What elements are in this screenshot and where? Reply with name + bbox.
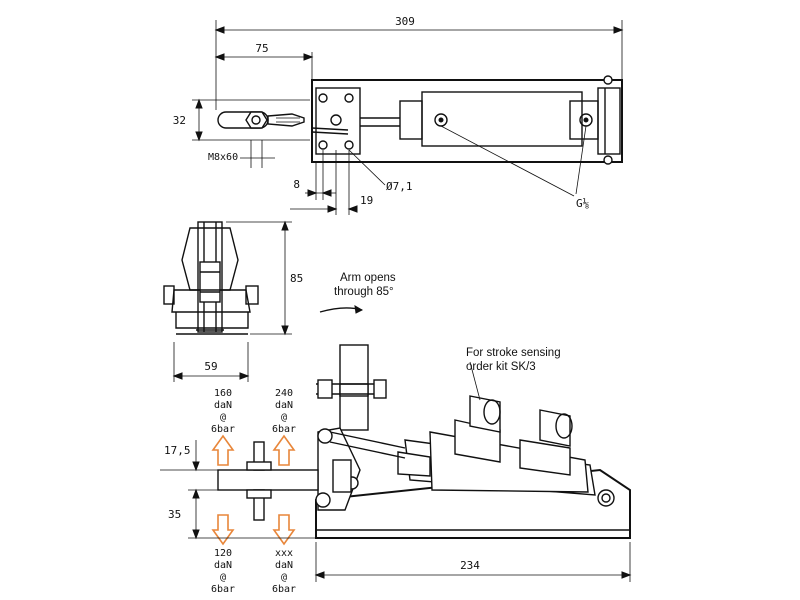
force-pressure: 6bar — [272, 424, 296, 435]
dim-19-label: 19 — [360, 194, 373, 207]
force-up-right: 240 daN @ 6bar — [272, 388, 296, 435]
dim-234-label: 234 — [460, 559, 480, 572]
force-pressure: 6bar — [211, 424, 235, 435]
clamp-body — [311, 79, 623, 163]
dim-8: 8 — [293, 150, 336, 200]
force-unit: daN — [275, 560, 293, 571]
force-pressure: 6bar — [211, 584, 235, 595]
rear-pivot — [597, 87, 621, 155]
dim-59: 59 — [172, 342, 250, 382]
force-down-right-arrow — [272, 514, 296, 546]
force-value: 240 — [275, 388, 293, 399]
dim-85: 85 — [226, 220, 303, 336]
cylinder-front-cap — [399, 100, 423, 140]
dim-17-5: 17,5 — [160, 440, 218, 472]
force-unit: daN — [214, 560, 232, 571]
end-view-base — [175, 312, 249, 329]
dim-hole-label: Ø7,1 — [386, 180, 413, 193]
force-value: 120 — [214, 548, 232, 559]
dim-59-label: 59 — [204, 360, 217, 373]
side-view: Arm opens through 85° For stroke — [160, 272, 632, 595]
dim-32: 32 — [173, 98, 310, 142]
base-plate — [315, 468, 631, 539]
force-up-right-arrow — [272, 434, 296, 466]
dim-75-label: 75 — [255, 42, 268, 55]
port-thread-label: G⅛ — [576, 197, 590, 210]
dim-19: 19 — [290, 150, 373, 215]
dim-85-label: 85 — [290, 272, 303, 285]
sensor-note-line2: order kit SK/3 — [466, 361, 536, 373]
sensor-note-line1: For stroke sensing — [466, 347, 561, 359]
mounting-block — [315, 87, 361, 155]
force-at: @ — [220, 412, 226, 423]
force-pressure: 6bar — [272, 584, 296, 595]
dim-8-label: 8 — [293, 178, 300, 191]
dim-309: 309 — [214, 15, 624, 110]
stroke-sensor-1 — [454, 395, 501, 463]
force-value: xxx — [275, 548, 293, 559]
force-unit: daN — [275, 400, 293, 411]
force-unit: daN — [214, 400, 232, 411]
force-up-left: 160 daN @ 6bar — [211, 388, 235, 435]
dim-234: 234 — [314, 542, 632, 582]
spindle-arm — [267, 113, 305, 127]
rear-pivot-pin — [597, 489, 615, 507]
dim-35: 35 — [168, 488, 316, 540]
dim-32-label: 32 — [173, 114, 186, 127]
end-view-arm — [197, 221, 223, 333]
dim-m8x60-label: M8x60 — [208, 152, 238, 163]
end-view: 85 59 — [163, 220, 303, 382]
hex-nut — [245, 111, 268, 129]
cylinder-barrel — [421, 91, 583, 147]
force-at: @ — [281, 412, 287, 423]
force-down-right: xxx daN @ 6bar — [272, 548, 296, 595]
force-at: @ — [281, 572, 287, 583]
arm-note-line1: Arm opens — [340, 272, 396, 284]
dim-309-label: 309 — [395, 15, 415, 28]
clamp-bar — [217, 469, 319, 491]
dim-75: 75 — [214, 42, 314, 80]
force-value: 160 — [214, 388, 232, 399]
force-at: @ — [220, 572, 226, 583]
stroke-sensor-2 — [519, 409, 573, 476]
arm-note-line2: through 85° — [334, 286, 394, 298]
dim-35-label: 35 — [168, 508, 181, 521]
dim-17-5-label: 17,5 — [164, 444, 191, 457]
force-down-left: 120 daN @ 6bar — [211, 548, 235, 595]
force-down-left-arrow — [211, 514, 235, 546]
top-view: 309 75 32 M8x60 — [173, 15, 624, 215]
force-up-left-arrow — [211, 434, 235, 466]
